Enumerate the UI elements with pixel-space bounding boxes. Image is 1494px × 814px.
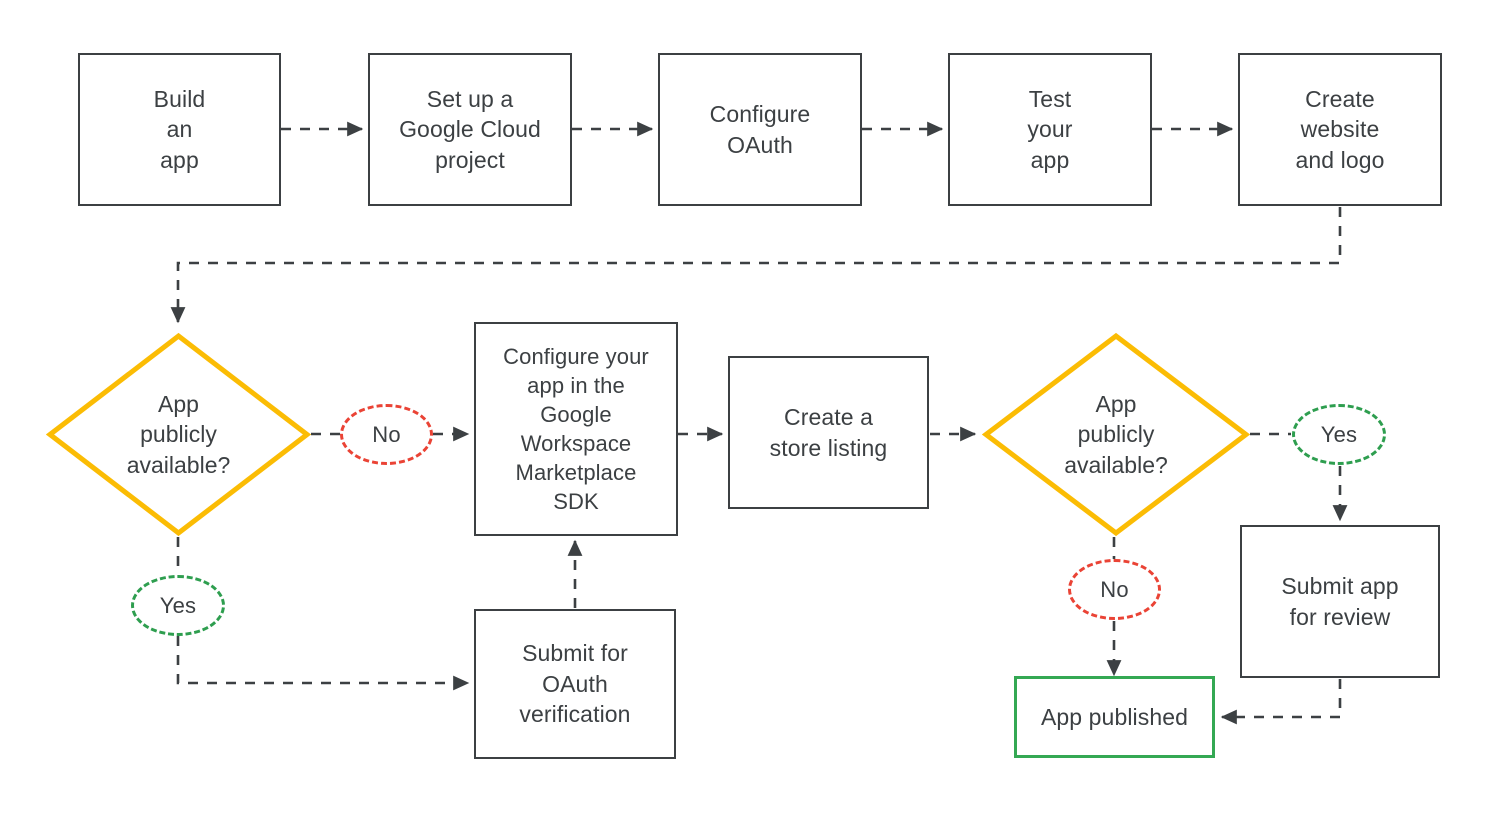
node-build-an-app[interactable]: Build an app: [78, 53, 281, 206]
edge-website-to-decision1: [170, 207, 1342, 324]
edge-submit-review-to-published: [1220, 679, 1342, 725]
decision-1-label: App publicly available?: [126, 390, 231, 478]
node-configure-app-marketplace-sdk[interactable]: Configure your app in the Google Workspa…: [474, 322, 678, 536]
node-submit-for-oauth-verification[interactable]: Submit for OAuth verification: [474, 609, 676, 759]
edge-label-yes-2: Yes: [1292, 404, 1386, 465]
edge-label-no-1: No: [340, 404, 433, 465]
diamond-shape-1: [46, 332, 311, 537]
node-app-published[interactable]: App published: [1014, 676, 1215, 758]
edge-label-no-2: No: [1068, 559, 1161, 620]
node-decision-app-publicly-available-1[interactable]: App publicly available?: [46, 332, 311, 537]
node-test-your-app[interactable]: Test your app: [948, 53, 1152, 206]
node-decision-app-publicly-available-2[interactable]: App publicly available?: [982, 332, 1250, 537]
diamond-shape-2: [982, 332, 1250, 537]
node-create-store-listing[interactable]: Create a store listing: [728, 356, 929, 509]
node-set-up-google-cloud-project[interactable]: Set up a Google Cloud project: [368, 53, 572, 206]
node-create-website-and-logo[interactable]: Create website and logo: [1238, 53, 1442, 206]
edge-label-yes-1: Yes: [131, 575, 225, 636]
node-submit-app-for-review[interactable]: Submit app for review: [1240, 525, 1440, 678]
node-configure-oauth[interactable]: Configure OAuth: [658, 53, 862, 206]
edge-yes1-to-submit-oauth: [176, 636, 470, 691]
decision-2-label: App publicly available?: [1064, 390, 1168, 478]
